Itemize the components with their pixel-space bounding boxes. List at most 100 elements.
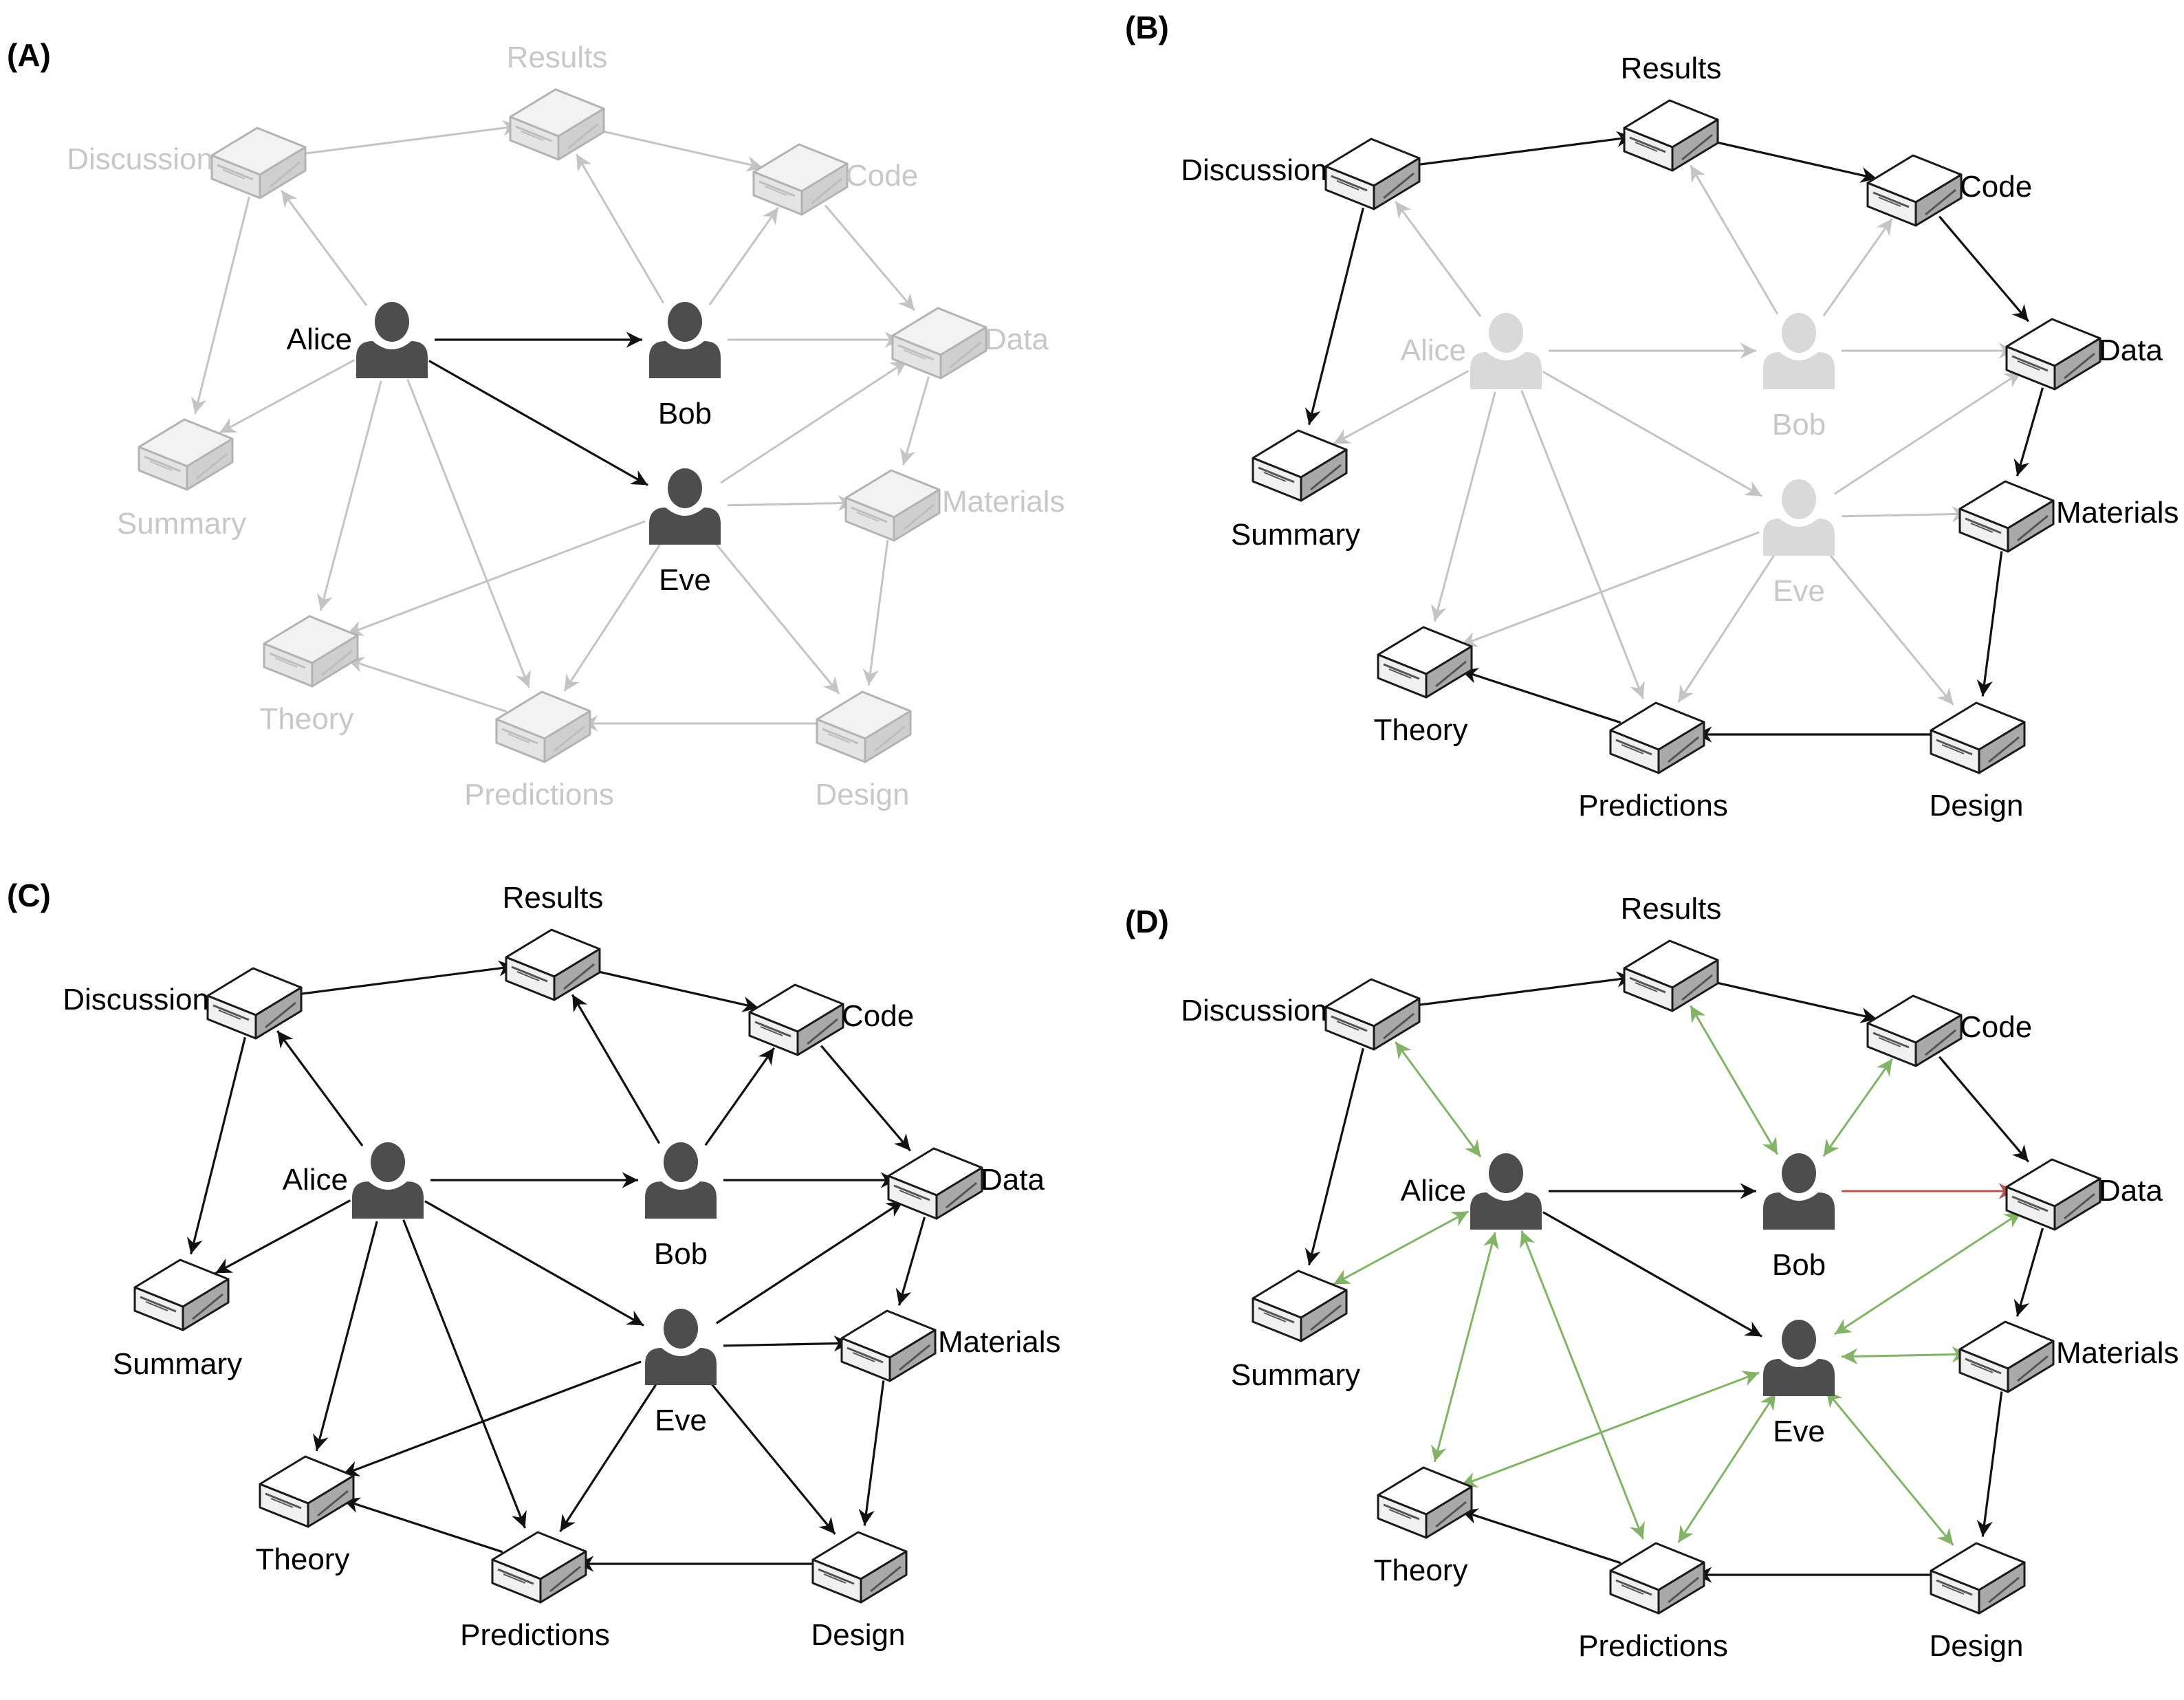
node-label-data: Data <box>2099 1174 2163 1208</box>
server-box-icon <box>491 1531 587 1604</box>
edge-eve-to-design <box>1825 1389 1954 1546</box>
node-label-results: Results <box>503 881 604 915</box>
edge-results-to-code <box>1708 139 1877 183</box>
edge-code-to-data <box>1938 1056 2030 1163</box>
edge-bob-to-code <box>1822 217 1893 317</box>
node-label-alice: Alice <box>1401 1174 1466 1208</box>
node-code: Code <box>1866 994 2032 1067</box>
server-box-icon <box>1866 154 1963 227</box>
node-label-code: Code <box>1960 1010 2032 1044</box>
node-label-bob: Bob <box>1772 408 1826 442</box>
node-label-data: Data <box>985 323 1049 356</box>
node-theory: Theory <box>260 615 359 736</box>
edge-discussion-to-summary <box>1304 207 1364 426</box>
edge-eve-to-design <box>1825 549 1954 706</box>
node-summary: Summary <box>113 1258 242 1381</box>
edge-eve-to-data <box>720 360 908 484</box>
edge-eve-to-data <box>716 1200 904 1325</box>
node-predictions: Predictions <box>1578 1542 1728 1663</box>
node-label-summary: Summary <box>1231 518 1360 552</box>
person-icon <box>1470 1153 1542 1230</box>
edge-discussion-to-results <box>292 960 515 996</box>
node-results: Results <box>507 41 608 161</box>
person-icon <box>1470 313 1542 389</box>
server-box-icon <box>505 928 601 1001</box>
edge-bob-to-results <box>1690 164 1778 315</box>
server-box-icon <box>1930 1542 2026 1615</box>
node-discussion: Discussion <box>63 967 303 1040</box>
edge-eve-to-predictions <box>1677 1393 1777 1543</box>
node-alice: Alice <box>287 302 428 378</box>
node-code: Code <box>1866 154 2032 227</box>
edge-results-to-code <box>594 128 763 172</box>
edge-materials-to-design <box>862 540 889 686</box>
server-box-icon <box>1252 1269 1348 1342</box>
edge-alice-to-theory <box>1430 1232 1499 1463</box>
edge-bob-to-code <box>708 206 779 306</box>
node-label-design: Design <box>1930 789 2024 822</box>
edge-discussion-to-summary <box>190 196 250 415</box>
server-box-icon <box>210 127 307 199</box>
node-code: Code <box>752 143 918 216</box>
person-icon <box>649 302 721 378</box>
server-box-icon <box>1324 138 1421 210</box>
edge-bob-to-results <box>576 153 664 304</box>
server-box-icon <box>1623 99 1719 172</box>
panel-label: (C) <box>7 878 51 913</box>
node-label-materials: Materials <box>938 1325 1061 1359</box>
server-box-icon <box>752 143 849 216</box>
edge-results-to-code <box>590 968 759 1012</box>
node-label-summary: Summary <box>117 507 246 541</box>
node-label-alice: Alice <box>1401 334 1466 367</box>
node-eve: Eve <box>645 1309 717 1437</box>
person-icon <box>1763 313 1835 389</box>
node-label-design: Design <box>816 778 910 811</box>
edge-data-to-materials <box>2013 1228 2044 1317</box>
server-box-icon <box>495 690 591 763</box>
edge-bob-to-code <box>1822 1058 1893 1157</box>
person-icon <box>1763 479 1835 556</box>
node-summary: Summary <box>1231 1269 1360 1392</box>
node-label-results: Results <box>1621 52 1722 85</box>
node-label-data: Data <box>981 1163 1045 1197</box>
node-label-theory: Theory <box>1374 1554 1468 1587</box>
node-eve: Eve <box>1763 1320 1835 1448</box>
node-materials: Materials <box>844 469 1065 542</box>
server-box-icon <box>1930 701 2026 774</box>
node-label-discussion: Discussion <box>63 983 209 1016</box>
node-theory: Theory <box>256 1455 355 1576</box>
edge-bob-to-results <box>571 994 661 1144</box>
server-box-icon <box>840 1309 937 1382</box>
node-label-theory: Theory <box>260 702 354 736</box>
edge-alice-to-summary <box>219 359 356 434</box>
node-label-bob: Bob <box>658 397 712 431</box>
node-data: Data <box>2005 1158 2163 1231</box>
edge-predictions-to-theory <box>1461 1508 1621 1565</box>
node-bob: Bob <box>1763 1153 1835 1282</box>
node-theory: Theory <box>1374 1466 1473 1587</box>
node-materials: Materials <box>1958 480 2179 553</box>
edge-discussion-to-summary <box>1304 1047 1364 1266</box>
node-label-materials: Materials <box>942 485 1065 519</box>
edge-data-to-materials <box>2013 387 2044 477</box>
node-label-summary: Summary <box>1231 1358 1360 1392</box>
node-theory: Theory <box>1374 626 1473 747</box>
server-box-icon <box>133 1258 230 1331</box>
server-box-icon <box>1252 429 1348 502</box>
node-label-results: Results <box>507 41 608 74</box>
node-alice: Alice <box>1401 1153 1542 1230</box>
node-label-theory: Theory <box>256 1543 350 1576</box>
edge-materials-to-design <box>858 1380 885 1526</box>
server-box-icon <box>844 469 941 542</box>
node-label-code: Code <box>846 159 918 193</box>
server-box-icon <box>1958 1320 2055 1393</box>
person-icon <box>645 1142 717 1219</box>
server-box-icon <box>816 690 912 763</box>
edge-eve-to-predictions <box>563 541 663 692</box>
edge-alice-to-theory <box>312 1221 378 1452</box>
edge-alice-to-discussion <box>281 190 368 307</box>
person-icon <box>356 302 428 378</box>
server-box-icon <box>2005 318 2101 391</box>
edge-alice-to-eve <box>1542 1211 1762 1338</box>
